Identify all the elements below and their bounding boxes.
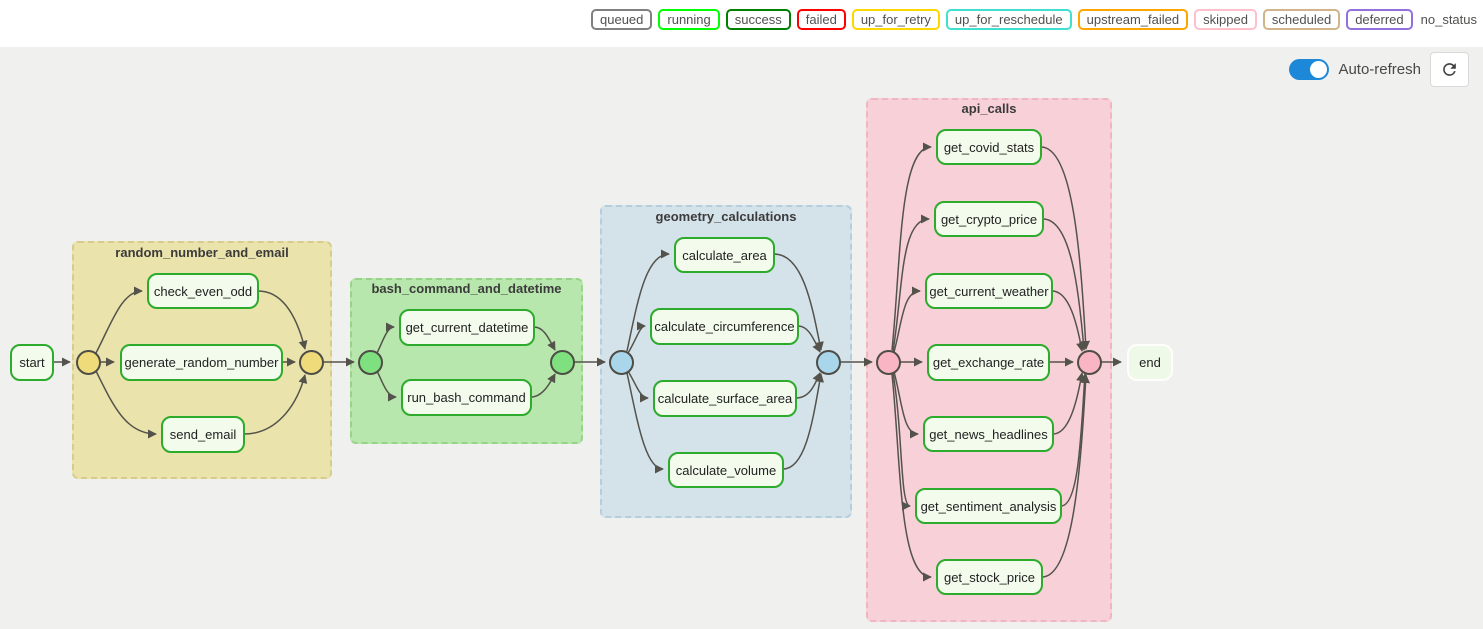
group-join-circle[interactable]	[358, 350, 383, 375]
task-node[interactable]: get_crypto_price	[934, 201, 1044, 237]
task-node[interactable]: calculate_circumference	[650, 308, 799, 345]
task-node[interactable]: calculate_area	[674, 237, 775, 273]
task-node[interactable]: generate_random_number	[120, 344, 283, 381]
group-join-circle[interactable]	[876, 350, 901, 375]
legend-up-for-retry: up_for_retry	[851, 9, 940, 30]
task-node[interactable]: get_stock_price	[936, 559, 1043, 595]
legend-deferred: deferred	[1346, 9, 1413, 30]
legend-queued: queued	[591, 9, 653, 30]
task-node[interactable]: get_exchange_rate	[927, 344, 1050, 381]
auto-refresh-label: Auto-refresh	[1338, 61, 1421, 78]
group-join-circle[interactable]	[550, 350, 575, 375]
group-title: random_number_and_email	[115, 245, 289, 260]
group-title: api_calls	[961, 101, 1017, 116]
legend-up-for-reschedule: up_for_reschedule	[945, 9, 1072, 30]
task-node[interactable]: get_current_weather	[925, 273, 1053, 309]
refresh-button[interactable]	[1430, 52, 1469, 87]
task-group-bash-command-and-datetime[interactable]	[350, 278, 583, 444]
auto-refresh-toggle[interactable]	[1289, 59, 1330, 80]
toggle-knob	[1310, 61, 1328, 78]
task-node[interactable]: get_sentiment_analysis	[915, 488, 1062, 524]
legend-failed: failed	[796, 9, 846, 30]
task-node[interactable]: calculate_surface_area	[653, 380, 797, 417]
legend-running: running	[658, 9, 720, 30]
state-legend: queued running success failed up_for_ret…	[591, 9, 1479, 30]
legend-skipped: skipped	[1194, 9, 1257, 30]
task-node-start[interactable]: start	[10, 344, 54, 381]
task-node[interactable]: get_current_datetime	[399, 309, 535, 346]
legend-upstream-failed: upstream_failed	[1077, 9, 1189, 30]
refresh-icon	[1440, 60, 1459, 79]
task-node[interactable]: check_even_odd	[147, 273, 259, 309]
group-title: bash_command_and_datetime	[371, 281, 562, 296]
legend-no-status: no_status	[1418, 11, 1479, 28]
legend-success: success	[725, 9, 791, 30]
task-node[interactable]: run_bash_command	[401, 379, 532, 416]
group-join-circle[interactable]	[299, 350, 324, 375]
task-node-end[interactable]: end	[1127, 344, 1173, 381]
task-node[interactable]: get_covid_stats	[936, 129, 1042, 165]
task-node[interactable]: calculate_volume	[668, 452, 784, 488]
group-join-circle[interactable]	[1077, 350, 1102, 375]
legend-scheduled: scheduled	[1262, 9, 1341, 30]
refresh-controls: Auto-refresh	[1289, 52, 1469, 87]
group-join-circle[interactable]	[76, 350, 101, 375]
group-title: geometry_calculations	[655, 209, 797, 224]
task-node[interactable]: get_news_headlines	[923, 416, 1054, 452]
task-node[interactable]: send_email	[161, 416, 245, 453]
group-join-circle[interactable]	[609, 350, 634, 375]
top-bar: queued running success failed up_for_ret…	[0, 0, 1483, 47]
group-join-circle[interactable]	[816, 350, 841, 375]
